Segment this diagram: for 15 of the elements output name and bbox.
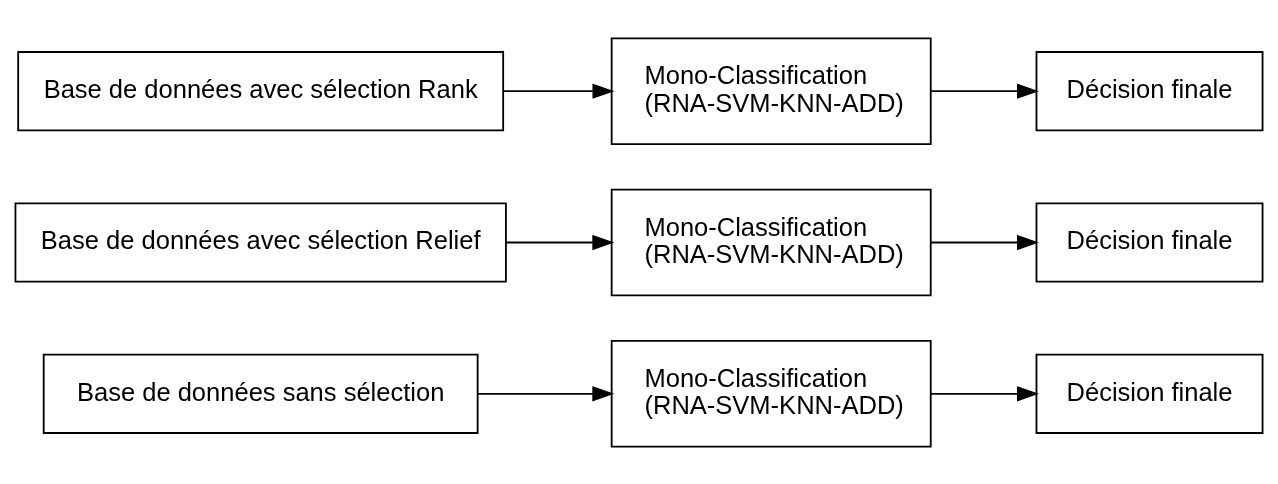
- arrow: [505, 234, 615, 250]
- node-box: Base de données sans sélection: [42, 353, 479, 434]
- node-box: Base de données avec sélection Rank: [17, 50, 505, 131]
- arrow: [929, 234, 1039, 250]
- node-box: Décision finale: [1035, 201, 1264, 283]
- node-box: Mono-Classification (RNA-SVM-KNN-ADD): [610, 188, 932, 296]
- arrow: [477, 385, 615, 401]
- arrow: [929, 385, 1039, 401]
- arrow: [929, 83, 1039, 99]
- node-box: Mono-Classification (RNA-SVM-KNN-ADD): [610, 339, 932, 448]
- node-box: Décision finale: [1035, 353, 1264, 434]
- node-box: Mono-Classification (RNA-SVM-KNN-ADD): [610, 36, 932, 145]
- node-box: Décision finale: [1035, 50, 1264, 131]
- node-box: Base de données avec sélection Relief: [14, 201, 507, 283]
- arrow: [502, 83, 615, 99]
